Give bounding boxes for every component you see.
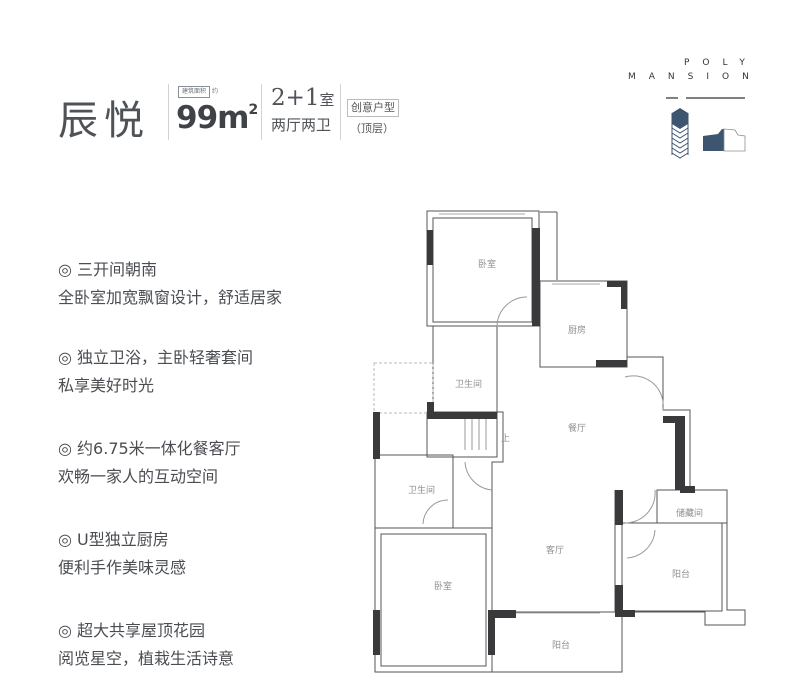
feature-desc: 阅览星空，植栽生活诗意 — [58, 649, 235, 668]
area-stamp-icon: 建筑面积 — [178, 86, 210, 98]
logo-line2: MANSION — [628, 72, 762, 82]
divider — [340, 84, 341, 140]
feature-title: ◎ 三开间朝南 — [58, 260, 158, 279]
room-label-bedroom-bottom: 卧室 — [434, 580, 452, 592]
area-number: 99m — [176, 100, 249, 136]
room-label-bath-left: 卫生间 — [408, 484, 435, 496]
room-label-balcony-bottom: 阳台 — [552, 639, 570, 651]
feature-3: ◎ 约6.75米一体化餐客厅欢畅一家人的互动空间 — [58, 435, 241, 491]
area-stamp-sub: 约 — [212, 88, 219, 95]
feature-title: ◎ 约6.75米一体化餐客厅 — [58, 439, 241, 458]
room-number: 2+1 — [271, 85, 320, 111]
logo-line1: POLY — [684, 58, 758, 68]
room-unit: 室 — [319, 91, 335, 109]
feature-desc: 全卧室加宽飘窗设计，舒适居家 — [58, 288, 283, 307]
feature-title: ◎ 超大共享屋顶花园 — [58, 621, 206, 640]
building-icon — [666, 97, 746, 159]
room-label-bedroom-top: 卧室 — [478, 258, 496, 270]
feature-desc: 私享美好时光 — [58, 376, 155, 395]
stairs-up-label: 上 — [501, 433, 510, 444]
feature-title: ◎ 独立卫浴，主卧轻奢套间 — [58, 348, 254, 367]
unit-type-badge: 创意户型 — [347, 99, 399, 117]
feature-2: ◎ 独立卫浴，主卧轻奢套间私享美好时光 — [58, 344, 253, 400]
feature-4: ◎ U型独立厨房便利手作美味灵感 — [58, 526, 186, 582]
room-label-living: 客厅 — [546, 544, 564, 556]
room-label-dining: 餐厅 — [568, 422, 586, 434]
room-label-storage: 储藏间 — [676, 507, 703, 519]
feature-5: ◎ 超大共享屋顶花园阅览星空，植栽生活诗意 — [58, 617, 234, 673]
room-label-bath-upper: 卫生间 — [455, 378, 482, 390]
room-label-kitchen: 厨房 — [568, 324, 586, 336]
brand-logo: POLY MANSION — [600, 50, 760, 170]
room-label-balcony-right: 阳台 — [672, 568, 690, 580]
feature-desc: 便利手作美味灵感 — [58, 558, 187, 577]
feature-1: ◎ 三开间朝南全卧室加宽飘窗设计，舒适居家 — [58, 256, 282, 312]
halls-baths: 两厅两卫 — [271, 116, 332, 134]
project-name: 辰悦 — [58, 98, 150, 144]
feature-desc: 欢畅一家人的互动空间 — [58, 467, 219, 486]
floor-note: （顶层） — [350, 122, 394, 135]
divider — [261, 84, 262, 140]
area-unit: 2 — [248, 102, 258, 118]
area-value: 99m2 — [176, 100, 258, 136]
divider — [168, 84, 169, 140]
feature-title: ◎ U型独立厨房 — [58, 530, 169, 549]
room-count: 2+1室 — [271, 84, 335, 114]
